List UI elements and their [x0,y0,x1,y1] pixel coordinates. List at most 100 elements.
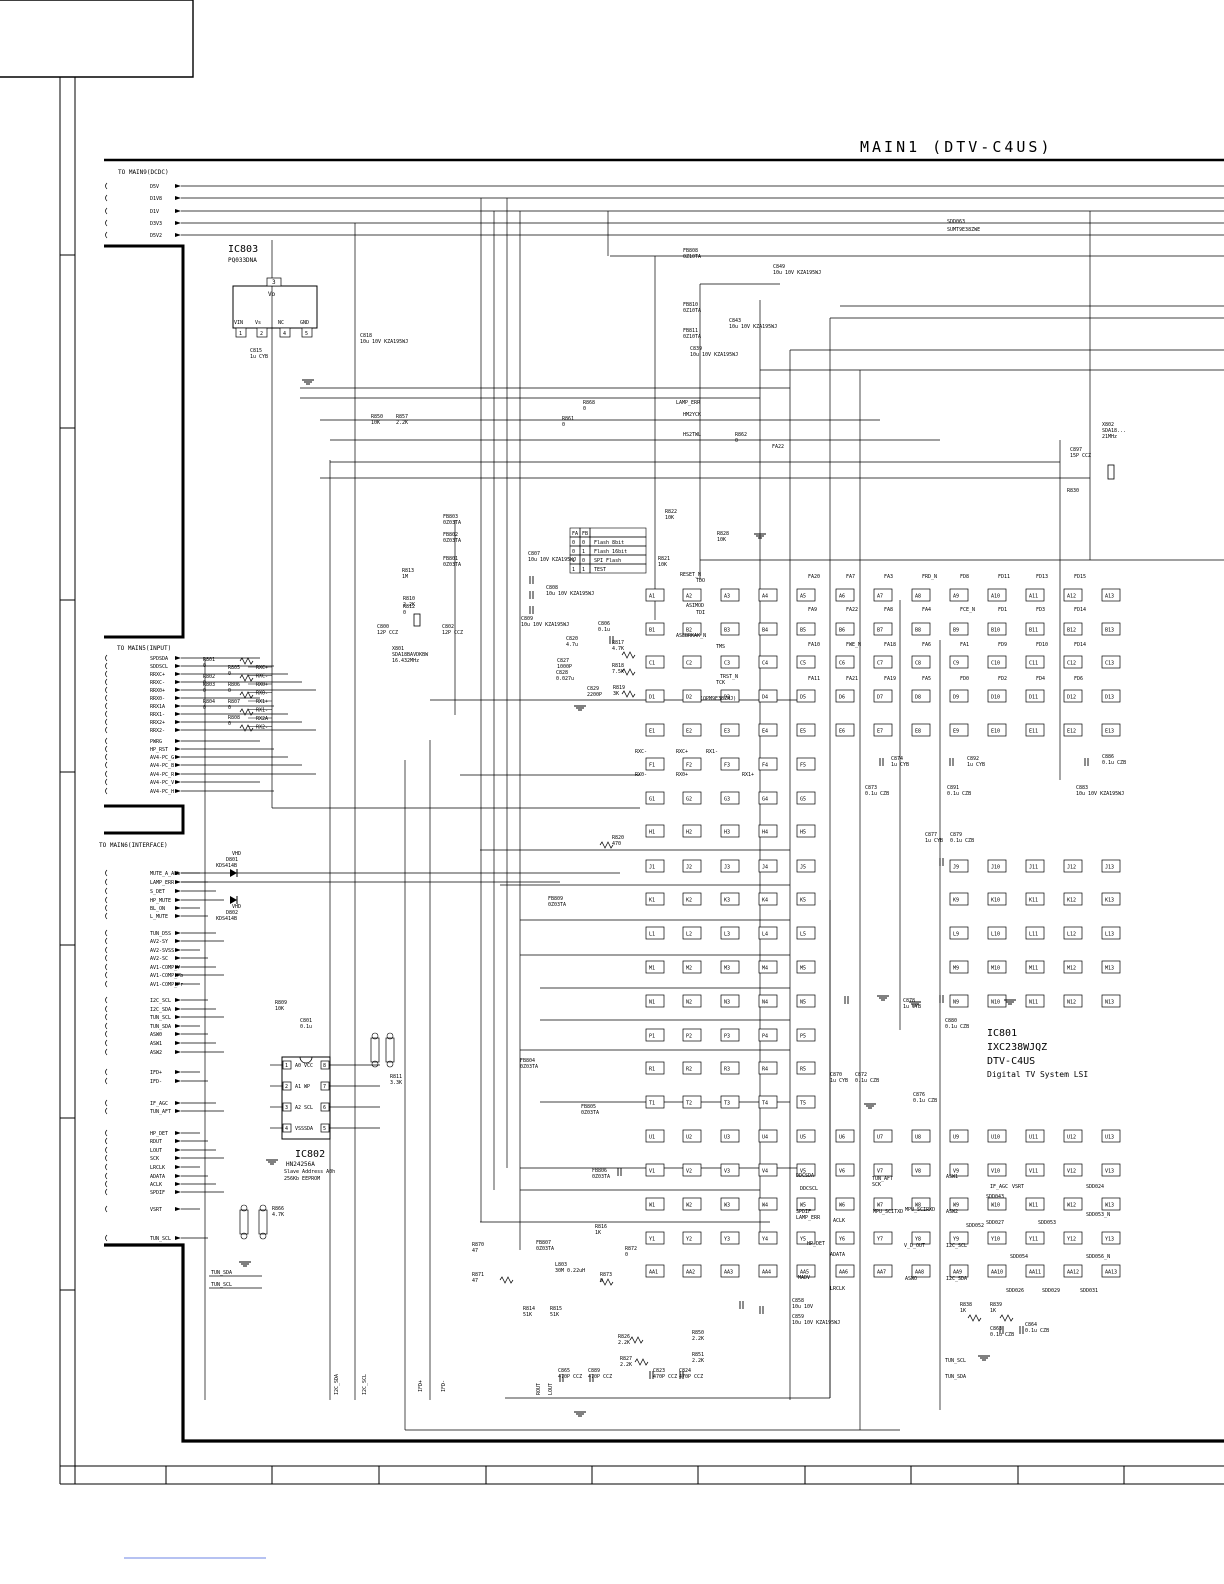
flash-bus-label-3-3: FA5 [922,676,931,682]
bga-pad-u3: U3 [720,1129,740,1143]
bga-pad-label: C1 [649,661,655,667]
bga-pad-label: D5 [800,695,806,701]
side-net-3: RX0- [256,691,268,697]
bga-pad-c4: C4 [758,655,778,669]
component-75-ref: C863 [990,1326,1002,1332]
bga-pad-label: E11 [1029,729,1038,735]
bga-pad-h4: H4 [758,824,778,838]
component-32-value: 0.027u [556,676,574,682]
bga-pad-label: R2 [686,1067,692,1073]
component-75-value: 0.1u CZB [990,1332,1014,1338]
bga-pad-label: R5 [800,1067,806,1073]
bga-pad-v1: V1 [645,1163,665,1177]
bga-pad-n10: N10 [987,994,1007,1008]
component-30-ref: C820 [566,636,578,642]
flash-bus-label-0-1: FA7 [846,574,855,580]
component-29-ref: C806 [598,621,610,627]
bga-pad-u7: U7 [873,1129,893,1143]
bga-pad-label: G5 [800,797,806,803]
ic803-part: PQ033DNA [228,257,257,264]
bga-pad-label: U13 [1105,1135,1114,1141]
bga-pad-label: H4 [762,830,768,836]
bga-pad-label: L9 [953,932,959,938]
bga-pad-m12: M12 [1063,960,1083,974]
bga-pad-label: H5 [800,830,806,836]
bga-pad-label: F2 [686,763,692,769]
interface-signal-7: AV2-SY [150,939,168,945]
diode-0-part: KDS414B [216,863,237,869]
component-4-ref: C843 [729,318,741,324]
net-label-21: LAMP_ERR [796,1215,821,1221]
ic802-right-pin-1: WP [304,1084,310,1090]
wires [181,185,1224,1431]
bga-pad-label: U1 [649,1135,655,1141]
flash-table-0-b: FB [582,531,588,537]
net-label-49: SDD029 [1042,1288,1060,1294]
bga-pad-label: AA10 [991,1270,1003,1276]
component-22-value: 10u 10V KZA195WJ [546,591,594,597]
component-79-value: 1u CYB [967,762,985,768]
bga-pad-label: J13 [1105,865,1114,871]
bga-pad-v8: V8 [911,1163,931,1177]
bga-pad-u6: U6 [835,1129,855,1143]
bga-pad-label: Y2 [686,1237,692,1243]
component-34-ref: R817 [612,640,624,646]
bga-pad-aa5: AA5 [796,1264,816,1278]
bga-pad-label: A12 [1067,594,1076,600]
component-26-ref: R812 [403,604,415,610]
net-label-13: RXC+ [676,749,688,755]
component-47-ref: R866 [272,1206,284,1212]
bga-pad-label: R4 [762,1067,768,1073]
component-89-value: 0.1u CZB [913,1098,937,1104]
component-59-ref: R814 [523,1306,535,1312]
bga-pad-y9: Y9 [949,1231,969,1245]
bga-pad-k1: K1 [645,892,665,906]
bga-pad-f2: F2 [682,757,702,771]
net-label-31: V_D_OUT [904,1243,925,1249]
bga-pad-m13: M13 [1101,960,1121,974]
component-1-value: 0Z10TA [683,254,701,260]
bga-pad-b9: B9 [949,622,969,636]
input-signal-6: RRX1A [150,704,165,710]
bga-pad-p2: P2 [682,1028,702,1042]
bga-pad-c10: C10 [987,655,1007,669]
bga-pad-c8: C8 [911,655,931,669]
bga-pad-b4: B4 [758,622,778,636]
bga-pad-label: U4 [762,1135,768,1141]
component-9-value: 2.2K [396,420,408,426]
bga-pad-label: Y4 [762,1237,768,1243]
bga-pad-label: AA12 [1067,1270,1079,1276]
bga-pad-k3: K3 [720,892,740,906]
ic802-left-pin-3: VSS [295,1126,304,1132]
bga-pad-label: A7 [877,594,883,600]
bga-pad-label: AA3 [724,1270,733,1276]
component-51-value: 0Z03TA [520,1064,538,1070]
flash-table-0-a: FA [572,531,578,537]
component-5-ref: C839 [690,346,702,352]
net-label-45: SDD053_N [1086,1212,1110,1218]
component-78-ref: C873 [865,785,877,791]
net-labels: LAMP_ERRHM2YCKHS2TWLFA22RESET_NTDOASIMOD… [635,219,1110,1380]
flash-table-3-b: 0 [582,558,585,564]
bga-pad-label: J4 [762,865,768,871]
flash-table-2-mode: Flash 16bit [594,549,627,555]
bga-pad-v2: V2 [682,1163,702,1177]
bga-pad-label: N3 [724,1000,730,1006]
interface-signal-18: ASW1 [150,1041,162,1047]
bga-pad-m11: M11 [1025,960,1045,974]
crystal-x801: X801 SDA18BAVDKBW 16.432MHz [392,613,429,664]
input-signal-5: RRX0- [150,696,165,702]
input-signal-9: RRX2- [150,728,165,734]
component-57-ref: R872 [625,1246,637,1252]
flash-bus-label-0-5: FD11 [998,574,1010,580]
component-38-ref: R802 [203,674,215,680]
component-2-value: 0Z10TA [683,308,701,314]
bga-pad-label: C3 [724,661,730,667]
bga-pad-label: B6 [839,628,845,634]
bga-pad-c1: C1 [645,655,665,669]
